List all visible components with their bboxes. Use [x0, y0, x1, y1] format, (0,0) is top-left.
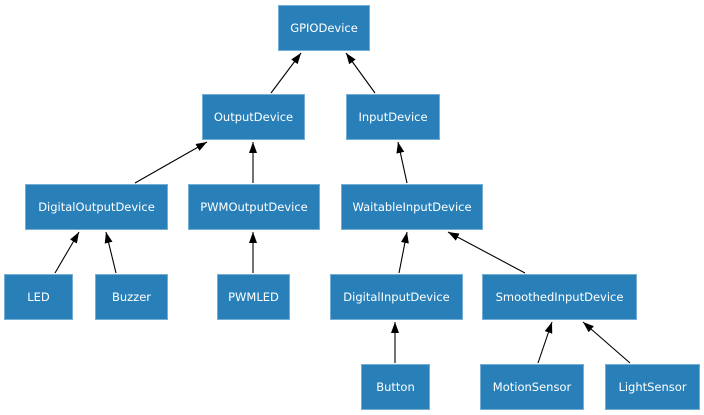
- class-node-label: LightSensor: [618, 379, 687, 394]
- class-node-label: SmoothedInputDevice: [495, 289, 624, 304]
- inheritance-arrow-Buzzer-to-DigitalOutputDevice: [104, 231, 117, 274]
- inheritance-arrow-LED-to-DigitalOutputDevice: [54, 231, 80, 274]
- class-node-label: PWMOutputDevice: [200, 199, 308, 214]
- class-node-GPIODevice[interactable]: GPIODevice: [278, 5, 370, 51]
- class-node-Buzzer[interactable]: Buzzer: [95, 274, 168, 320]
- inheritance-arrow-MotionSensor-to-SmoothedInputDevice: [537, 321, 553, 364]
- class-node-label: DigitalOutputDevice: [38, 199, 155, 214]
- class-node-PWMOutputDevice[interactable]: PWMOutputDevice: [188, 184, 320, 230]
- class-node-label: GPIODevice: [290, 20, 358, 35]
- class-node-MotionSensor[interactable]: MotionSensor: [480, 364, 584, 410]
- class-node-label: OutputDevice: [213, 109, 294, 124]
- class-node-LightSensor[interactable]: LightSensor: [605, 364, 700, 410]
- inheritance-arrow-DigitalInputDevice-to-WaitableInputDevice: [398, 231, 409, 274]
- class-node-label: Buzzer: [111, 289, 152, 304]
- class-node-SmoothedInputDevice[interactable]: SmoothedInputDevice: [482, 274, 637, 320]
- class-node-PWMLED[interactable]: PWMLED: [217, 274, 290, 320]
- inheritance-arrow-LightSensor-to-SmoothedInputDevice: [582, 321, 631, 364]
- class-node-label: WaitableInputDevice: [352, 199, 472, 214]
- class-node-label: InputDevice: [358, 109, 428, 124]
- class-node-WaitableInputDevice[interactable]: WaitableInputDevice: [341, 184, 483, 230]
- class-node-label: PWMLED: [228, 289, 279, 304]
- class-node-LED[interactable]: LED: [4, 274, 73, 320]
- class-node-label: Button: [376, 379, 415, 394]
- class-node-OutputDevice[interactable]: OutputDevice: [202, 94, 305, 140]
- inheritance-arrow-DigitalOutputDevice-to-OutputDevice: [134, 141, 208, 184]
- inheritance-arrow-WaitableInputDevice-to-InputDevice: [396, 141, 408, 184]
- class-node-label: LED: [27, 289, 50, 304]
- inheritance-arrow-OutputDevice-to-GPIODevice: [270, 52, 302, 94]
- class-node-DigitalOutputDevice[interactable]: DigitalOutputDevice: [25, 184, 168, 230]
- class-node-label: DigitalInputDevice: [343, 289, 450, 304]
- class-node-label: MotionSensor: [492, 379, 572, 394]
- inheritance-arrow-SmoothedInputDevice-to-WaitableInputDevice: [447, 231, 526, 274]
- class-node-Button[interactable]: Button: [361, 364, 430, 410]
- class-node-InputDevice[interactable]: InputDevice: [346, 94, 440, 140]
- class-node-DigitalInputDevice[interactable]: DigitalInputDevice: [330, 274, 463, 320]
- inheritance-arrow-InputDevice-to-GPIODevice: [345, 52, 376, 94]
